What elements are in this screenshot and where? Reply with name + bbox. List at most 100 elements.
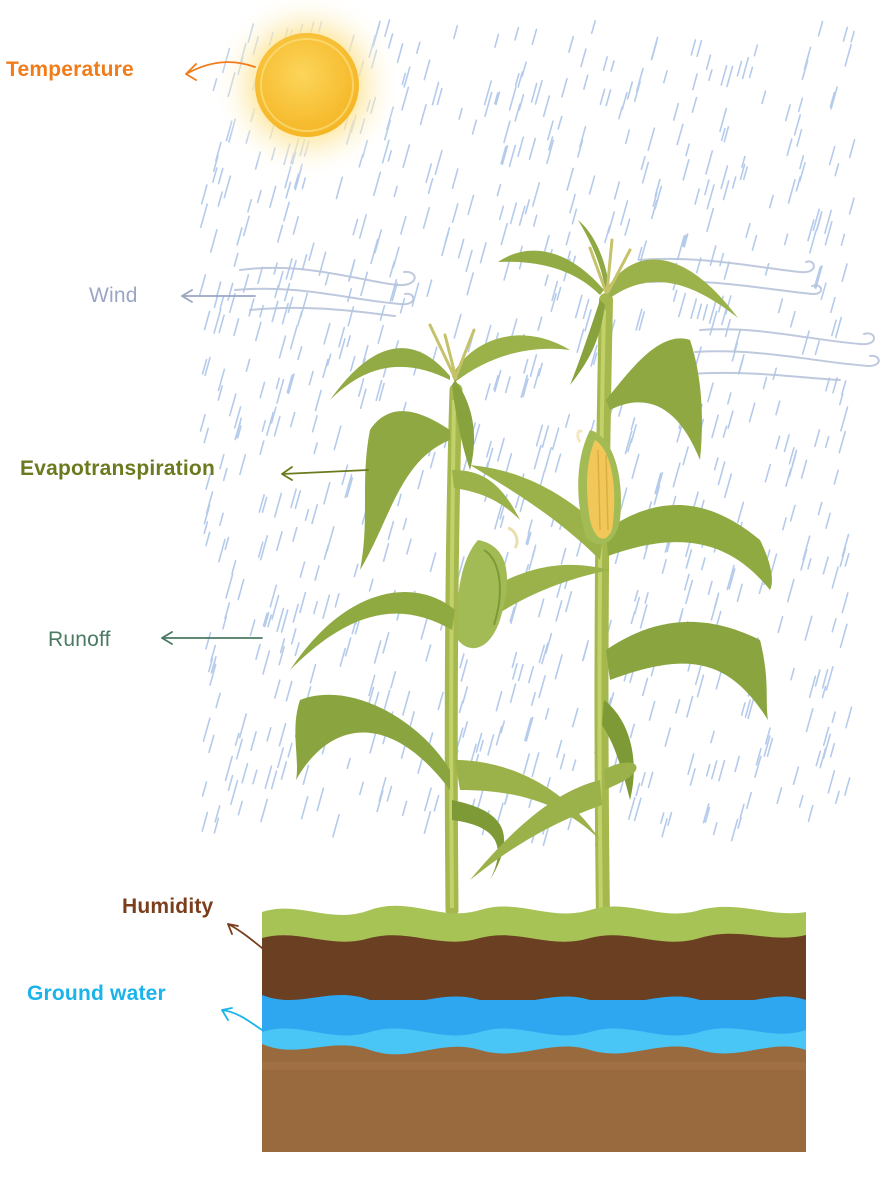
raindrop [199, 274, 207, 296]
raindrop [285, 181, 292, 199]
raindrop [354, 621, 360, 635]
raindrop [326, 353, 332, 367]
raindrop [829, 742, 836, 758]
raindrop [273, 679, 281, 699]
raindrop [212, 167, 218, 183]
raindrop [569, 193, 576, 214]
raindrop [696, 303, 703, 320]
raindrop [694, 188, 701, 205]
raindrop [583, 74, 589, 90]
raindrop [815, 750, 822, 767]
raindrop [376, 790, 384, 813]
raindrop [582, 298, 590, 320]
raindrop [695, 346, 702, 366]
raindrop [672, 462, 681, 488]
raindrop [200, 184, 208, 205]
raindrop [706, 207, 715, 232]
raindrop [748, 66, 754, 79]
raindrop [768, 194, 774, 209]
raindrop [682, 446, 689, 466]
raindrop [696, 674, 705, 698]
raindrop [287, 296, 294, 314]
raindrop [764, 262, 770, 276]
raindrop [739, 803, 745, 819]
raindrop [639, 240, 648, 264]
raindrop [700, 557, 706, 571]
raindrop [706, 184, 715, 210]
raindrop [753, 44, 759, 57]
raindrop [373, 640, 382, 664]
raindrop [369, 732, 377, 754]
raindrop [571, 759, 577, 772]
raindrop [335, 176, 344, 200]
raindrop [786, 578, 795, 603]
raindrop [741, 56, 750, 80]
raindrop [235, 421, 241, 440]
raindrop [800, 459, 808, 479]
raindrop [543, 446, 553, 472]
raindrop [845, 706, 853, 729]
raindrop [691, 96, 698, 113]
raindrop [250, 731, 257, 751]
raindrop [451, 203, 459, 223]
raindrop [775, 435, 781, 450]
raindrop [533, 367, 541, 389]
raindrop [813, 266, 822, 289]
raindrop [493, 374, 499, 391]
raindrop [278, 722, 287, 747]
raindrop [433, 794, 440, 812]
raindrop [848, 138, 856, 159]
raindrop [308, 370, 314, 386]
raindrop [786, 138, 793, 157]
raindrop [208, 734, 215, 754]
raindrop [541, 425, 550, 448]
raindrop [801, 330, 810, 355]
raindrop [755, 747, 762, 766]
raindrop [496, 183, 502, 197]
raindrop [233, 318, 240, 337]
raindrop [402, 517, 408, 531]
raindrop [528, 548, 536, 571]
raindrop [801, 59, 809, 80]
raindrop [239, 453, 247, 476]
raindrop [690, 39, 697, 56]
raindrop [292, 603, 300, 623]
raindrop [409, 711, 415, 727]
raindrop [314, 389, 322, 412]
raindrop [685, 549, 693, 569]
raindrop [691, 73, 698, 91]
raindrop [712, 822, 718, 836]
raindrop [203, 310, 211, 331]
raindrop [242, 215, 250, 237]
raindrop [574, 294, 583, 319]
raindrop [530, 691, 537, 706]
raindrop [685, 579, 694, 605]
raindrop [259, 381, 266, 399]
raindrop [592, 352, 598, 366]
raindrop [508, 144, 517, 168]
raindrop [214, 805, 221, 823]
raindrop [840, 233, 846, 246]
raindrop [842, 26, 849, 42]
raindrop [531, 182, 541, 207]
raindrop [269, 185, 277, 208]
raindrop [436, 87, 443, 106]
raindrop [751, 234, 758, 251]
raindrop [777, 615, 784, 634]
raindrop [514, 73, 520, 87]
raindrop [287, 742, 293, 758]
raindrop [494, 504, 503, 530]
raindrop [777, 298, 784, 314]
raindrop [289, 411, 296, 428]
raindrop [737, 816, 742, 829]
raindrop [722, 425, 728, 439]
raindrop [722, 180, 730, 201]
raindrop [548, 136, 554, 151]
raindrop [775, 400, 781, 416]
raindrop [524, 199, 531, 215]
raindrop [834, 316, 843, 339]
raindrop [724, 318, 732, 338]
raindrop [500, 222, 509, 246]
raindrop [588, 175, 596, 195]
raindrop [556, 286, 562, 301]
